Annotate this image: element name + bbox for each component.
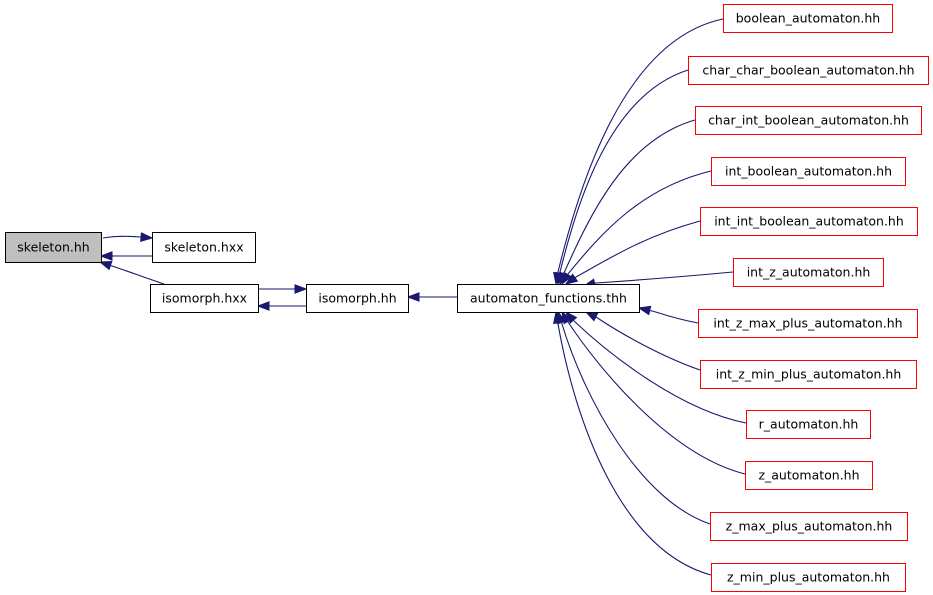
edge-line <box>111 265 165 285</box>
node-box <box>723 4 893 33</box>
node-label: skeleton.hxx <box>164 240 243 255</box>
node-label: char_char_boolean_automaton.hh <box>702 63 914 78</box>
edge-isomorph_hxx-to-isomorph_hh <box>258 284 308 294</box>
edge-skeleton_hxx-to-skeleton_hh <box>99 251 153 261</box>
node-box <box>700 207 918 236</box>
node-isomorph-hh[interactable]: isomorph.hh <box>306 284 409 313</box>
node-label: r_automaton.hh <box>759 417 859 432</box>
node-box <box>711 157 906 186</box>
arrowhead-icon <box>564 273 579 285</box>
node-r-automaton-hh[interactable]: r_automaton.hh <box>746 410 871 439</box>
edge-line <box>651 310 699 324</box>
edge-line <box>573 320 747 424</box>
node-boolean-automaton-hh[interactable]: boolean_automaton.hh <box>723 4 893 33</box>
edge-line <box>595 316 701 371</box>
edge-line <box>563 119 696 274</box>
node-box <box>745 461 873 490</box>
node-int-z-max-plus-automaton-hh[interactable]: int_z_max_plus_automaton.hh <box>698 309 918 338</box>
node-box <box>700 360 917 389</box>
node-isomorph-hxx[interactable]: isomorph.hxx <box>150 284 259 313</box>
edge-z_min_plus_automaton_hh-to-automaton_functions_thh <box>553 310 712 576</box>
node-label: int_z_automaton.hh <box>747 265 871 280</box>
arrowhead-icon <box>140 232 154 242</box>
node-box <box>698 309 918 338</box>
node-box <box>746 410 871 439</box>
arrowhead-icon <box>98 260 113 271</box>
edge-int_boolean_automaton_hh-to-automaton_functions_thh <box>561 170 712 286</box>
edge-line <box>557 323 712 576</box>
node-box <box>306 284 409 313</box>
node-label: char_int_boolean_automaton.hh <box>708 113 909 128</box>
edge-line <box>559 69 689 273</box>
node-box <box>150 284 259 313</box>
node-box <box>695 106 922 135</box>
arrowhead-icon <box>553 310 563 325</box>
edge-line <box>102 235 141 239</box>
node-label: int_z_max_plus_automaton.hh <box>713 316 902 331</box>
node-label: skeleton.hh <box>17 240 89 255</box>
edge-line <box>561 323 711 525</box>
node-label: z_automaton.hh <box>758 468 859 483</box>
edge-int_z_min_plus_automaton_hh-to-automaton_functions_thh <box>584 311 701 371</box>
edge-skeleton_hh-to-skeleton_hxx <box>102 232 154 242</box>
node-z-max-plus-automaton-hh[interactable]: z_max_plus_automaton.hh <box>710 512 908 541</box>
edges-layer <box>98 18 747 576</box>
node-char-int-boolean-automaton-hh[interactable]: char_int_boolean_automaton.hh <box>695 106 922 135</box>
node-int-z-min-plus-automaton-hh[interactable]: int_z_min_plus_automaton.hh <box>700 360 917 389</box>
node-box <box>152 232 256 263</box>
node-int-int-boolean-automaton-hh[interactable]: int_int_boolean_automaton.hh <box>700 207 918 236</box>
node-label: boolean_automaton.hh <box>736 11 880 26</box>
arrowhead-icon <box>561 271 573 286</box>
node-label: z_min_plus_automaton.hh <box>727 570 890 585</box>
node-box <box>710 512 908 541</box>
node-box <box>733 258 884 287</box>
node-label: z_max_plus_automaton.hh <box>726 519 893 534</box>
edge-line <box>567 321 746 475</box>
arrowhead-icon <box>637 305 652 316</box>
edge-int_z_max_plus_automaton_hh-to-automaton_functions_thh <box>637 305 699 324</box>
node-skeleton-hh: skeleton.hh <box>5 232 102 263</box>
edge-int_int_boolean_automaton_hh-to-automaton_functions_thh <box>564 220 701 285</box>
arrowhead-icon <box>99 251 113 261</box>
edge-isomorph_hh-to-isomorph_hxx <box>256 301 306 311</box>
edge-line <box>567 170 712 275</box>
edge-line <box>557 18 724 273</box>
edge-automaton_functions_thh-to-isomorph_hh <box>406 292 457 302</box>
node-int-z-automaton-hh[interactable]: int_z_automaton.hh <box>733 258 884 287</box>
node-z-min-plus-automaton-hh[interactable]: z_min_plus_automaton.hh <box>711 563 906 592</box>
node-box <box>688 56 929 85</box>
node-label: automaton_functions.thh <box>470 291 627 306</box>
edge-z_max_plus_automaton_hh-to-automaton_functions_thh <box>556 310 711 525</box>
nodes-layer: skeleton.hh skeleton.hxx isomorph.hxx isomo… <box>5 4 929 592</box>
node-z-automaton-hh[interactable]: z_automaton.hh <box>745 461 873 490</box>
node-int-boolean-automaton-hh[interactable]: int_boolean_automaton.hh <box>711 157 906 186</box>
arrowhead-icon <box>584 311 599 322</box>
node-skeleton-hxx[interactable]: skeleton.hxx <box>152 232 256 263</box>
arrowhead-icon <box>256 301 270 311</box>
node-label: isomorph.hxx <box>162 291 247 306</box>
node-automaton-functions-thh[interactable]: automaton_functions.thh <box>457 284 640 313</box>
node-label: int_z_min_plus_automaton.hh <box>716 367 902 382</box>
edge-line <box>575 220 701 278</box>
node-label: int_boolean_automaton.hh <box>725 164 892 179</box>
node-box <box>711 563 906 592</box>
node-box <box>5 232 102 263</box>
arrowhead-icon <box>294 284 308 294</box>
node-label: isomorph.hh <box>318 291 396 306</box>
node-char-char-boolean-automaton-hh[interactable]: char_char_boolean_automaton.hh <box>688 56 929 85</box>
node-box <box>457 284 640 313</box>
edge-line <box>595 271 734 284</box>
arrowhead-icon <box>406 292 420 302</box>
node-label: int_int_boolean_automaton.hh <box>714 214 904 229</box>
edge-isomorph_hxx-to-skeleton_hh <box>98 260 165 285</box>
